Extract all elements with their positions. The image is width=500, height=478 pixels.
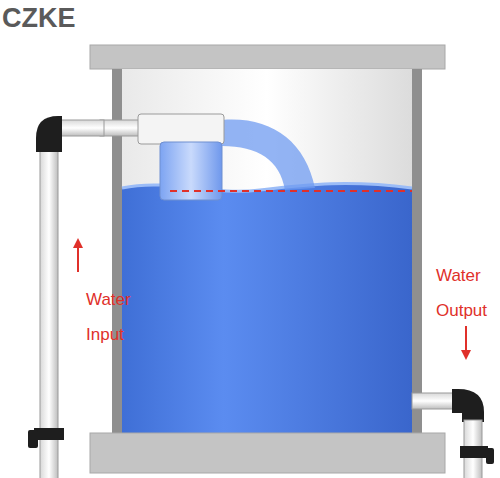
output-label: Water Output (436, 258, 496, 328)
watermark: CZKE (2, 2, 122, 34)
input-label: Water Input (86, 282, 140, 352)
